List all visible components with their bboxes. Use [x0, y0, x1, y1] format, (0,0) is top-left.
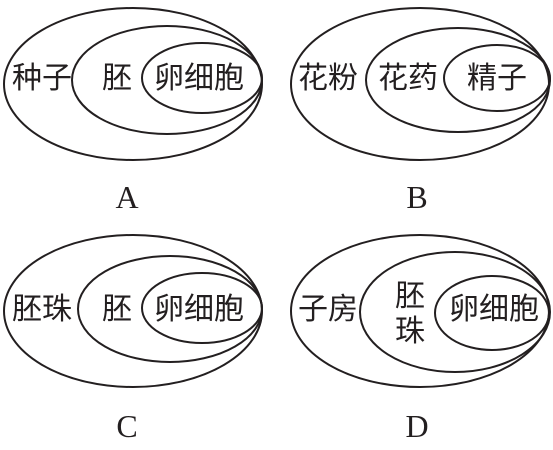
panel-d-inner-label: 卵细胞 — [449, 292, 539, 327]
panel-d-option-letter: D — [405, 408, 428, 444]
panel-c-inner-ellipse — [141, 272, 263, 344]
panel-c-middle-label: 胚 — [102, 292, 132, 327]
panel-c: 胚珠 胚 卵细胞 C — [3, 234, 263, 444]
panel-d: 子房 胚 珠 卵细胞 D — [290, 234, 551, 444]
panel-d-middle-label-line1: 胚 — [395, 279, 425, 314]
panel-a-outer-label: 种子 — [12, 61, 72, 96]
panel-a-inner-label: 卵细胞 — [154, 61, 244, 96]
panel-d-middle-label-line2: 珠 — [395, 314, 425, 349]
panel-d-middle-ellipse — [359, 251, 551, 373]
panel-a-option-letter: A — [115, 179, 138, 215]
panel-a-middle-label: 胚 — [102, 61, 132, 96]
panel-a: 种子 胚 卵细胞 A — [3, 7, 263, 215]
panel-b: 花粉 花药 精子 B — [290, 7, 551, 215]
panel-b-inner-ellipse — [443, 44, 551, 112]
panel-c-inner-label: 卵细胞 — [154, 292, 244, 327]
panel-b-inner-label: 精子 — [467, 61, 527, 96]
panel-b-middle-label: 花药 — [378, 61, 438, 96]
panel-d-outer-label: 子房 — [298, 292, 358, 327]
panel-c-option-letter: C — [116, 408, 137, 444]
panel-b-outer-label: 花粉 — [298, 61, 358, 96]
panel-c-outer-label: 胚珠 — [12, 292, 72, 327]
panel-b-option-letter: B — [406, 179, 427, 215]
panel-d-inner-ellipse — [434, 275, 550, 351]
panel-a-inner-ellipse — [141, 42, 263, 114]
